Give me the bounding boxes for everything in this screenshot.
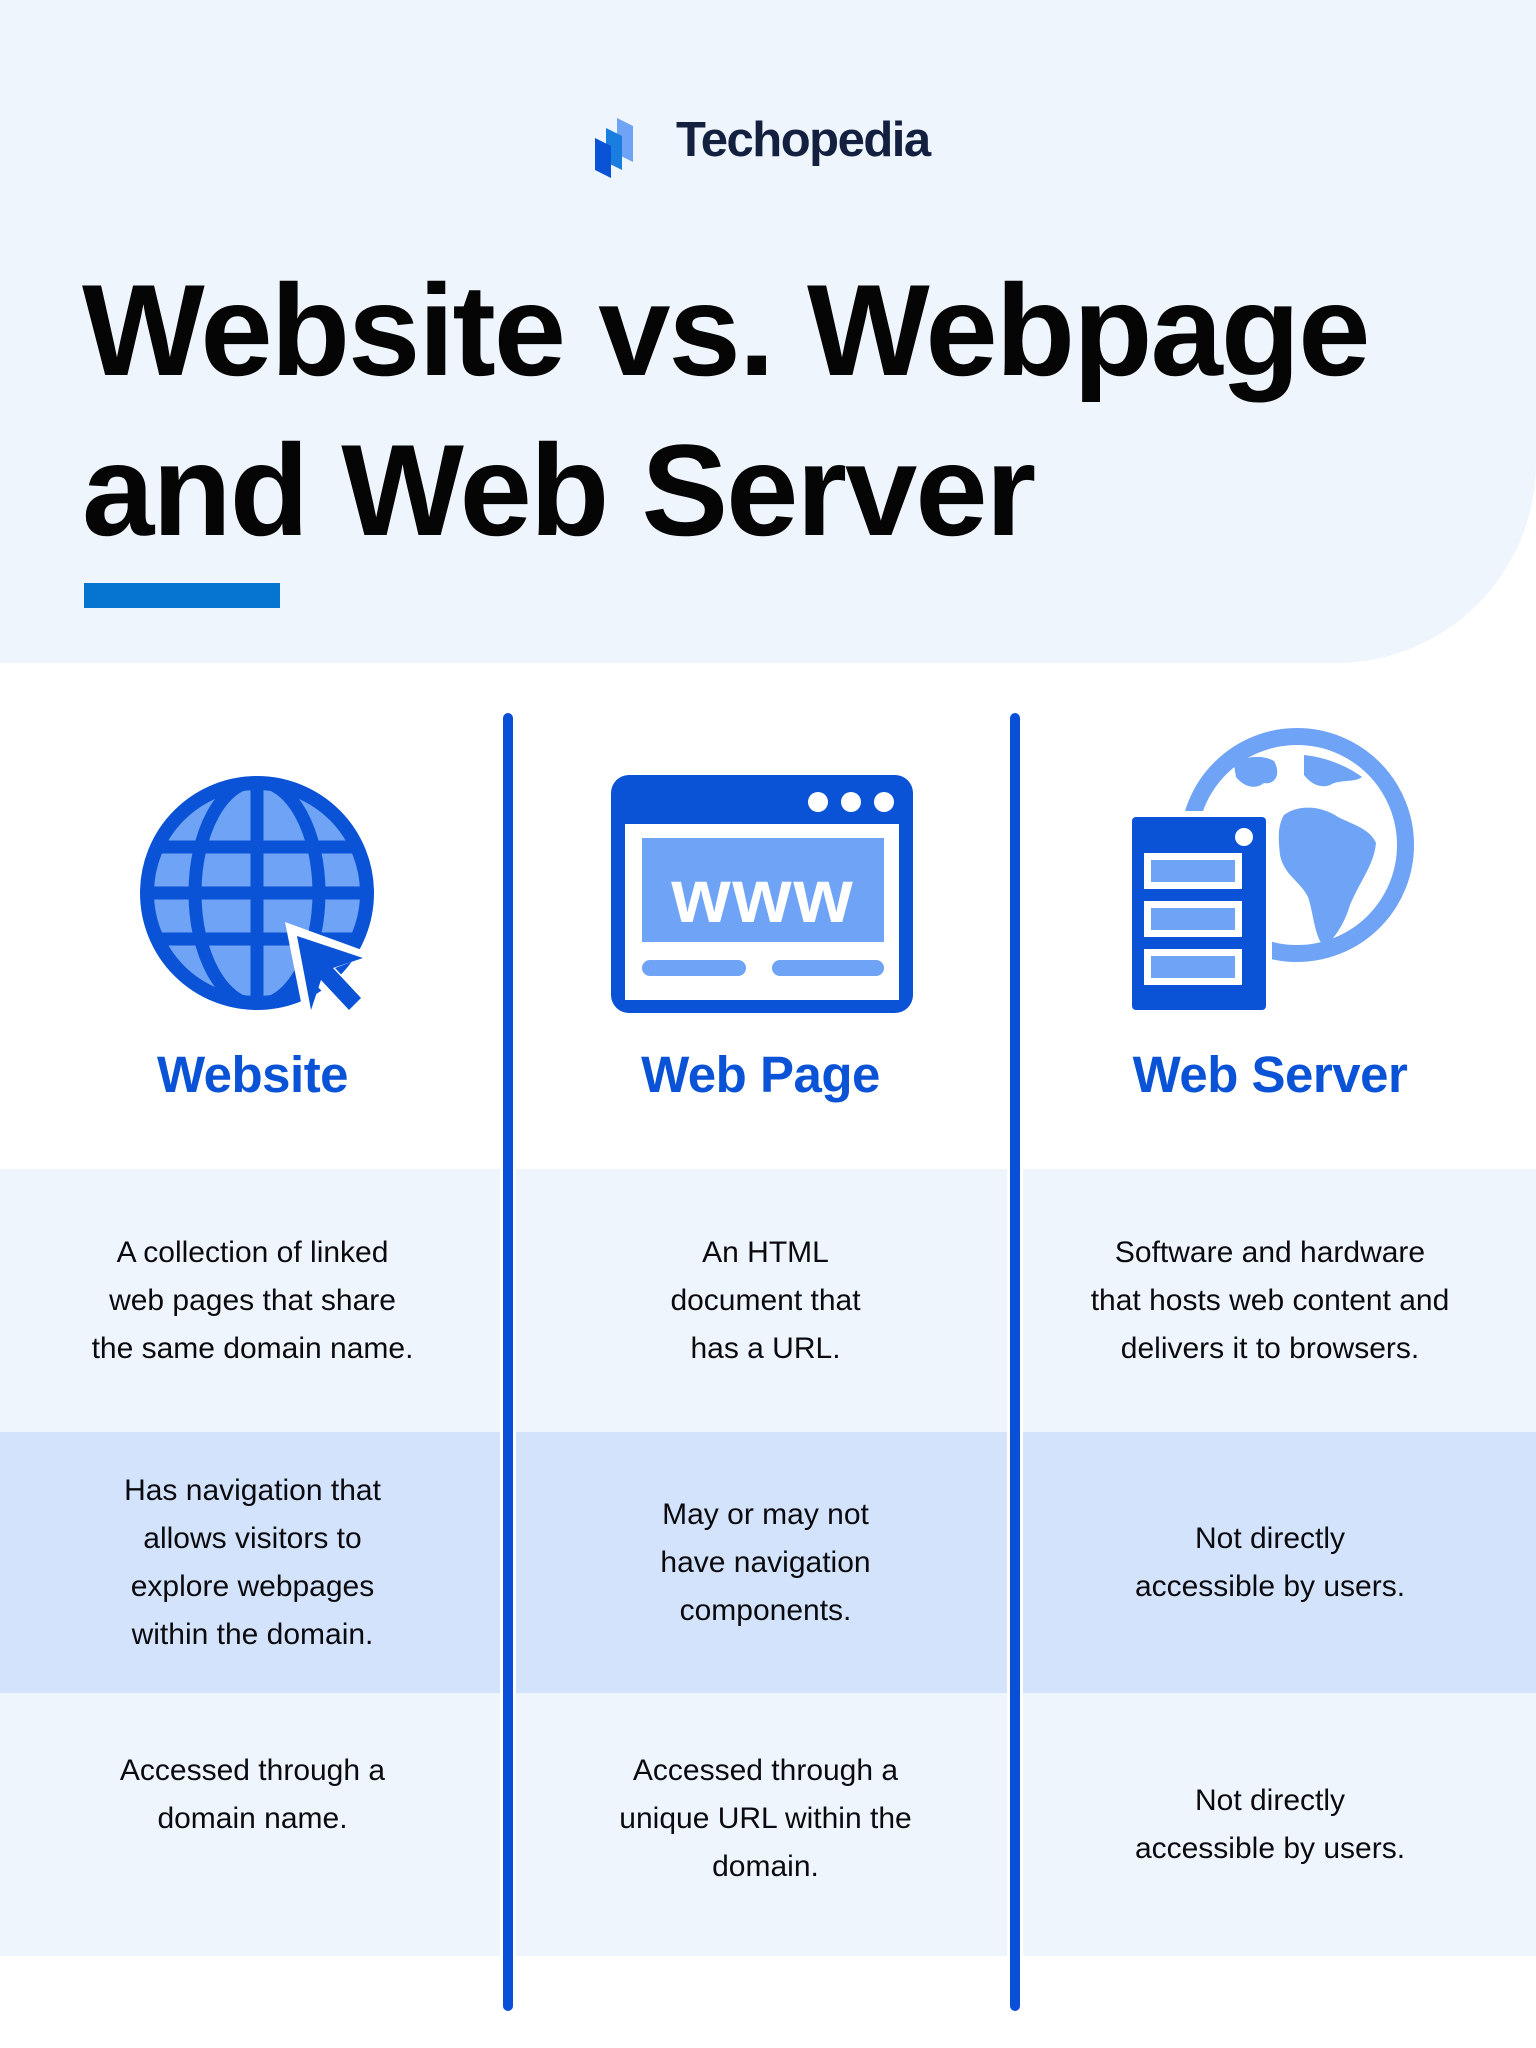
cell-webpage-access: Accessed through a unique URL within the… [513,1693,1018,1956]
cell-line: the same domain name. [91,1331,414,1365]
cell-line: domain name. [157,1802,348,1835]
header-panel [0,0,1536,663]
comparison-row-navigation: Has navigation that allows visitors to e… [0,1432,1536,1693]
cell-line: Not directly [1194,1521,1346,1555]
cell-line: within the domain. [131,1617,374,1651]
cell-webserver-navigation: Not directly accessible by users. [1018,1432,1522,1693]
title-line-2: and Web Server [82,417,1036,563]
cell-webserver-access: Not directly accessible by users. [1018,1693,1522,1956]
cell-line: accessible by users. [1134,1831,1406,1865]
www-text: www [670,854,854,939]
cell-line: May or may not [662,1497,869,1531]
cell-line: explore webpages [130,1569,375,1603]
cell-website-definition: A collection of linked web pages that sh… [0,1169,505,1432]
column-heading-website: Website [156,1046,349,1103]
cell-website-access: Accessed through a domain name. [0,1693,505,1956]
cell-line: components. [679,1593,852,1627]
cell-line: web pages that share [109,1283,396,1317]
title-line-1: Website vs. Webpage [82,257,1371,403]
comparison-row-definition: A collection of linked web pages that sh… [0,1169,1536,1432]
page-title: Website vs. Webpage and Web Server [82,250,1371,570]
cell-webpage-definition: An HTML document that has a URL. [513,1169,1018,1432]
cell-website-navigation: Has navigation that allows visitors to e… [0,1432,505,1693]
cell-line: document that [670,1283,861,1317]
column-divider [1010,713,1020,2011]
cell-line: delivers it to browsers. [1120,1331,1420,1365]
cell-webpage-navigation: May or may not have navigation component… [513,1432,1018,1693]
comparison-row-access: Accessed through a domain name. Accessed… [0,1693,1536,1956]
cell-line: An HTML [702,1235,829,1269]
browser-www-icon: www [611,775,913,1013]
brand-name: Techopedia [676,113,931,167]
cell-line: has a URL. [690,1331,841,1365]
cell-line: A collection of linked [116,1235,389,1269]
cell-line: Software and hardware [1114,1235,1426,1269]
cell-line: Not directly [1194,1783,1346,1817]
cell-line: have navigation [660,1545,871,1579]
cell-line: accessible by users. [1134,1569,1406,1603]
cell-line: unique URL within the [619,1802,912,1835]
cell-line: Accessed through a [632,1754,899,1787]
globe-with-cursor-icon [140,776,374,1022]
column-heading-web-server: Web Server [1132,1046,1408,1103]
title-accent-bar [84,583,280,608]
column-heading-web-page: Web Page [641,1046,880,1103]
server-and-globe-icon [1124,728,1414,1015]
cell-line: allows visitors to [143,1521,362,1555]
cell-line: domain. [712,1850,819,1883]
techopedia-logo-icon [595,118,633,178]
cell-line: that hosts web content and [1090,1283,1450,1317]
cell-webserver-definition: Software and hardware that hosts web con… [1018,1169,1522,1432]
cell-line: Accessed through a [119,1754,386,1787]
column-divider [503,713,513,2011]
cell-line: Has navigation that [124,1473,381,1507]
